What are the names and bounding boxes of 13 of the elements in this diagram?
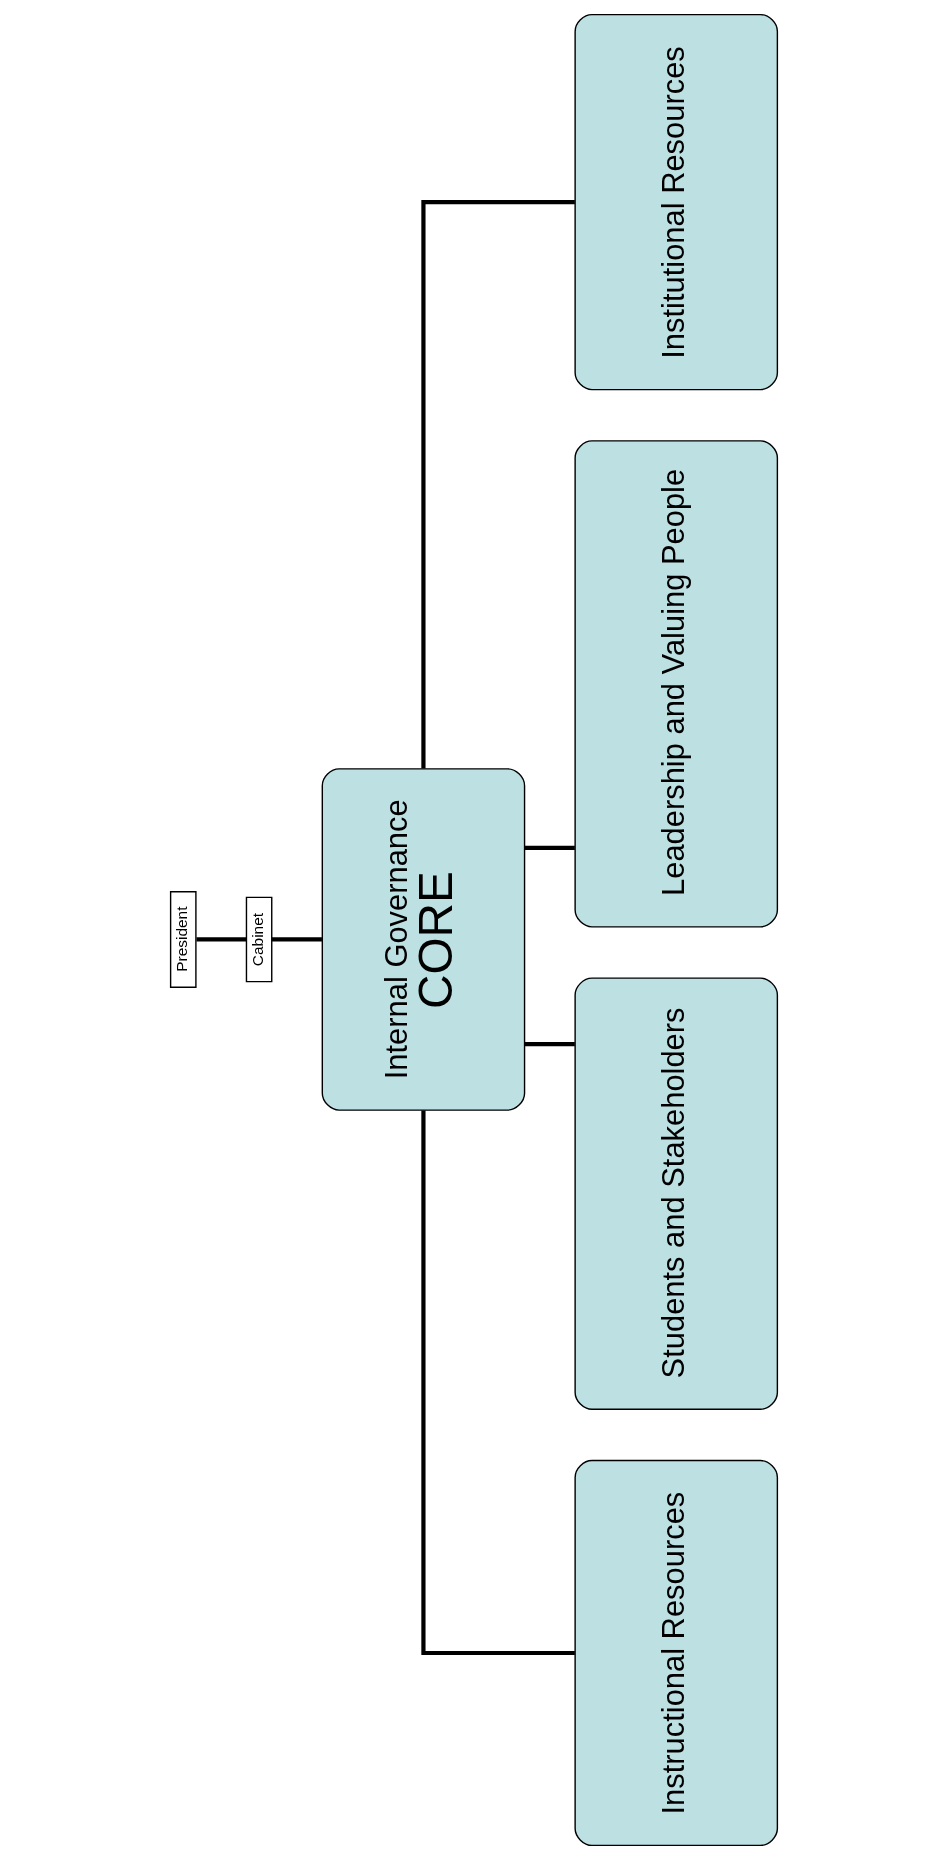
node-box: Internal Governance CORE xyxy=(321,768,526,1111)
node-box: Leadership and Valuing People xyxy=(574,440,779,928)
node-box: Cabinet xyxy=(245,896,273,983)
connector xyxy=(421,200,575,769)
connector xyxy=(421,1110,575,1656)
node-box: Instructional Resources xyxy=(574,1459,779,1847)
node-box: Students and Stakeholders xyxy=(574,977,779,1410)
connector xyxy=(524,845,575,850)
connector xyxy=(272,937,322,942)
node-box: President xyxy=(169,891,197,988)
connector xyxy=(524,1042,575,1047)
node-box: Institutional Resources xyxy=(574,13,779,391)
connector xyxy=(196,937,247,942)
